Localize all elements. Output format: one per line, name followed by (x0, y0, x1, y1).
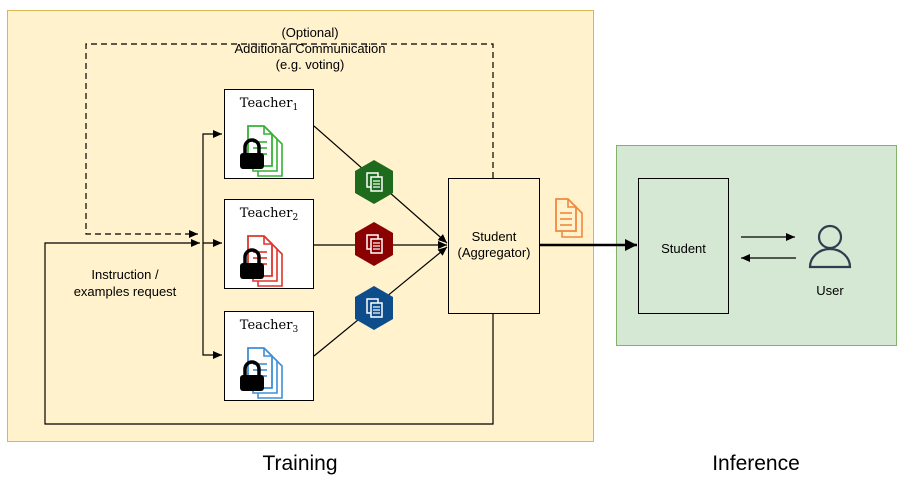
lock-icon (240, 248, 264, 279)
optional-line3: (e.g. voting) (275, 57, 345, 72)
teacher-branch-connector (202, 243, 222, 359)
instruction-request-connector (44, 239, 494, 425)
user-label: User (816, 283, 844, 298)
student-aggregator-box: Student (Aggregator) (448, 178, 540, 314)
inference-section-label: Inference (712, 452, 800, 475)
instruction-request-label: Instruction / examples request (55, 266, 195, 300)
student-inference-label: Student (661, 241, 706, 256)
teacher-subscript: 2 (292, 213, 299, 223)
teacher-label: Teacher (239, 206, 293, 221)
user-icon (808, 224, 852, 269)
training-section-label: Training (262, 452, 338, 475)
student-aggregator-line1: Student (471, 229, 517, 244)
output-document-icon (555, 198, 583, 238)
optional-communication-label: (Optional) Additional Communication (e.g… (180, 25, 440, 73)
teacher-label: Teacher (239, 96, 293, 111)
blue-hexagon-documents-icon (355, 286, 393, 330)
green-hexagon-documents-icon (355, 160, 393, 204)
teacher-title: Teacher1 (225, 96, 313, 113)
lock-icon (240, 138, 264, 169)
optional-communication-connector (85, 43, 494, 238)
student-aggregator-line2: (Aggregator) (457, 245, 531, 260)
optional-line2: Additional Communication (234, 41, 386, 56)
student-aggregator-label: Student (Aggregator) (449, 229, 539, 261)
teacher-branch-connector (202, 130, 222, 243)
instruction-line1: Instruction / (91, 267, 159, 282)
student-inference-box: Student (638, 178, 729, 314)
red-hexagon-documents-icon (355, 222, 393, 266)
optional-line1: (Optional) (281, 25, 339, 40)
teacher-label: Teacher (239, 318, 293, 333)
instruction-line2: examples request (73, 284, 177, 299)
teacher-title: Teacher2 (225, 206, 313, 223)
teacher-subscript: 3 (292, 325, 299, 335)
teacher-subscript: 1 (292, 103, 299, 113)
lock-icon (240, 360, 264, 391)
teacher-title: Teacher3 (225, 318, 313, 335)
